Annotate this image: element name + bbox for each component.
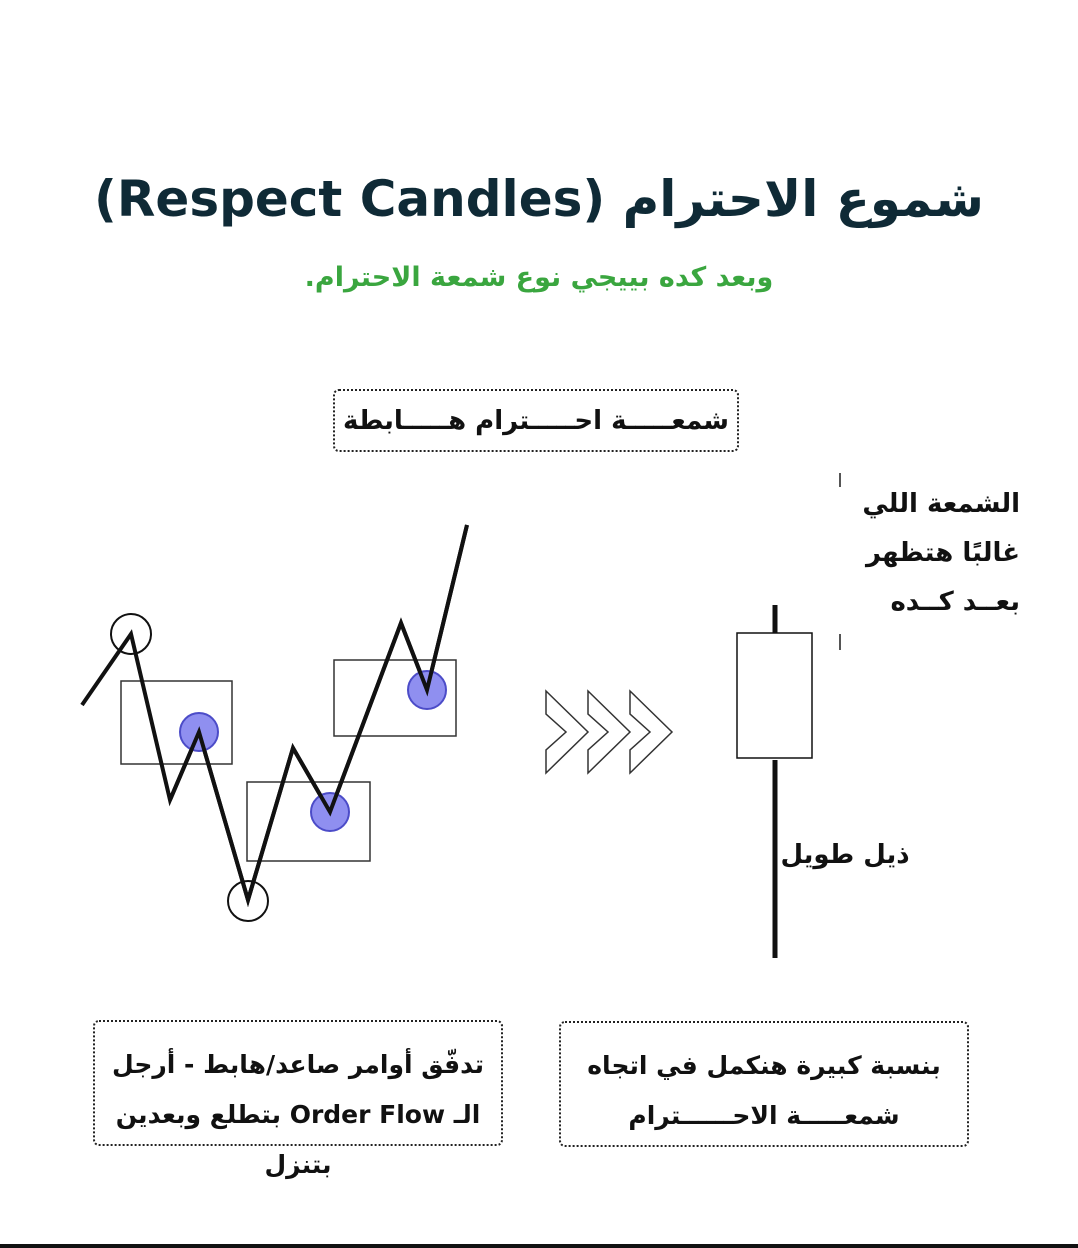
next-candle-note: الشمعة اللي غالبًا هتظهر بعــد كــده bbox=[850, 480, 1020, 627]
continuation-note: بنسبة كبيرة هنكمل في اتجاه شمعـــــة الا… bbox=[559, 1021, 969, 1147]
side-text-line3: بعــد كــده bbox=[890, 587, 1020, 617]
order-block-3 bbox=[333, 659, 457, 737]
side-text-line1: الشمعة اللي bbox=[862, 489, 1020, 519]
respect-candle bbox=[736, 605, 813, 958]
side-text-line2: غالبًا هتظهر bbox=[865, 538, 1020, 568]
order-flow-note: تدفّق أوامر صاعد/هابط - أرجل الـ Order F… bbox=[93, 1020, 503, 1179]
long-wick-label: ذيل طويل bbox=[780, 840, 910, 870]
bottom-divider bbox=[0, 1244, 1078, 1248]
continuation-line2: شمعـــــة الاحــــــترام bbox=[628, 1101, 900, 1130]
swing-low-circle bbox=[227, 880, 269, 922]
swing-high-circle bbox=[110, 613, 152, 655]
price-path bbox=[80, 524, 469, 908]
subtitle: وبعد كده بييجي نوع شمعة الاحترام. bbox=[304, 262, 774, 293]
order-block-2 bbox=[246, 781, 371, 862]
top-box-text: شمعـــــة احـــــترام هـــــابطة bbox=[343, 406, 729, 436]
order-flow-line2: الـ Order Flow بتطلع وبعدين بتنزل bbox=[115, 1100, 481, 1179]
page-title: شموع الاحترام (Respect Candles) bbox=[94, 170, 984, 228]
order-block-1 bbox=[120, 680, 233, 765]
continuation-line1: بنسبة كبيرة هنكمل في اتجاه bbox=[587, 1051, 941, 1080]
price-path-overlay bbox=[168, 524, 469, 908]
order-flow-line1: تدفّق أوامر صاعد/هابط - أرجل bbox=[112, 1050, 484, 1079]
bearish-respect-candle-label: شمعـــــة احـــــترام هـــــابطة bbox=[333, 389, 739, 452]
arrow-chevrons-icon bbox=[545, 689, 674, 775]
